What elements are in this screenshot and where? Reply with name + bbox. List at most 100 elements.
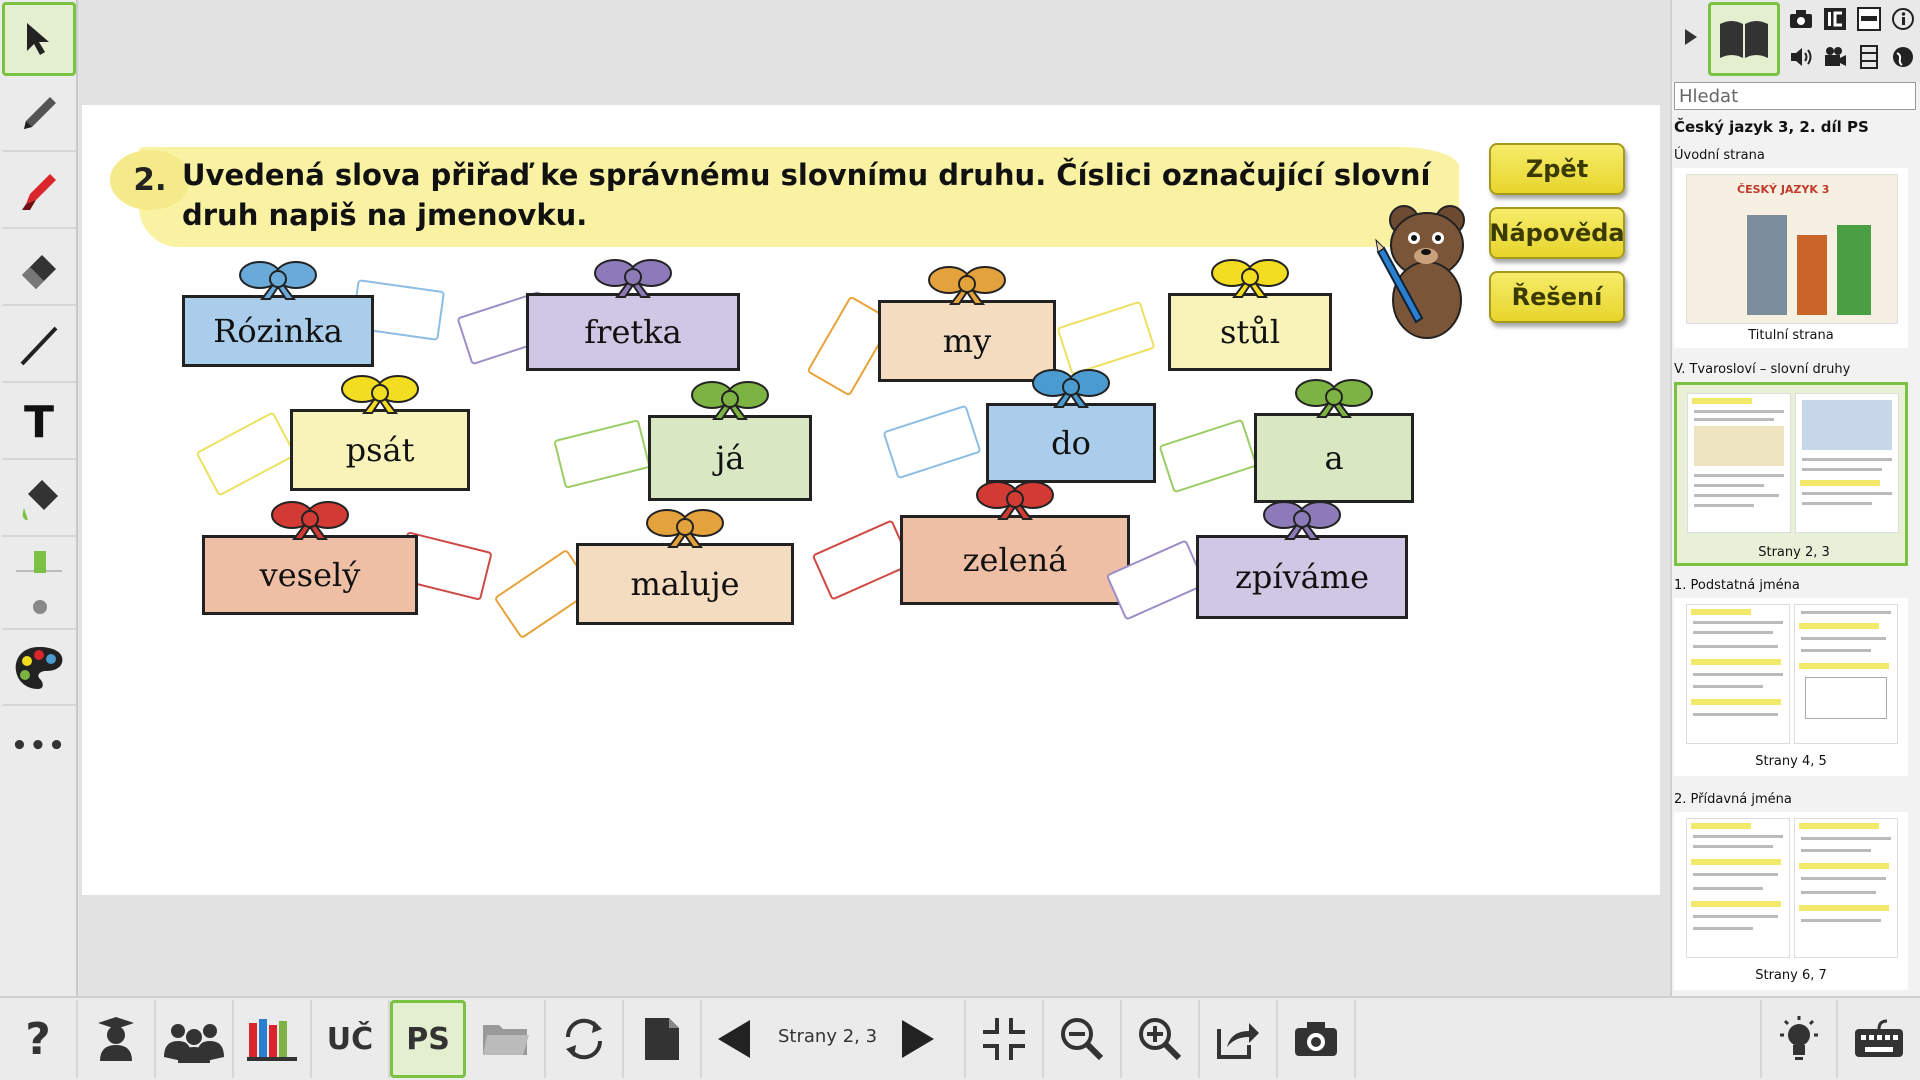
ribbon-bow-icon [1032,369,1110,408]
ribbon-bow-icon [928,266,1006,305]
hint-button[interactable]: Nápověda [1489,207,1625,259]
speaker-icon[interactable] [1786,42,1816,72]
thickness-slider-icon [16,551,62,614]
thickness-slider[interactable] [2,540,76,630]
gift-word: stůl [1219,313,1281,351]
screenshot-button[interactable] [1278,1000,1356,1078]
palette-tool-button[interactable] [2,632,76,706]
eraser-tool-button[interactable] [2,232,76,306]
back-button[interactable]: Zpět [1489,143,1625,195]
gift-box[interactable]: veselý [202,535,418,615]
student-icon [98,1017,134,1061]
folder-icon [483,1025,529,1055]
thumbnail-page[interactable]: Strany 4, 5 [1674,598,1908,776]
camera-icon[interactable] [1786,4,1816,34]
page-button[interactable] [624,1000,702,1078]
gift-box[interactable]: my [878,300,1056,382]
gift-word: psát [345,431,415,469]
gift-box[interactable]: do [986,403,1156,483]
keyboard-icon [1855,1019,1903,1057]
class-button[interactable] [156,1000,234,1078]
cover-image: ČESKÝ JAZYK 3 [1686,174,1898,324]
section-title: V. Tvarosloví – slovní druhy [1674,362,1851,377]
ribbon-bow-icon [594,259,672,298]
camera-icon [1295,1022,1337,1056]
thumbnail-caption: Titulní strana [1748,328,1834,343]
thumbnail-cover[interactable]: ČESKÝ JAZYK 3 Titulní strana [1674,168,1908,348]
globe-icon[interactable] [1888,42,1918,72]
zoom-out-button[interactable] [1044,1000,1122,1078]
gift-box[interactable]: zpíváme [1196,535,1408,619]
gift-box[interactable]: stůl [1168,293,1332,371]
gift-box[interactable]: Rózinka [182,295,374,367]
books-icon [247,1019,297,1061]
page-icon [645,1018,679,1060]
lightbulb-icon [1780,1016,1818,1060]
line-tool-button[interactable] [2,309,76,383]
name-tag-input[interactable] [1158,418,1258,494]
thumbnail-caption: Strany 6, 7 [1755,968,1827,983]
video-camera-icon[interactable] [1820,42,1850,72]
name-tag-input[interactable] [811,519,913,601]
gift-box[interactable]: psát [290,409,470,491]
select-tool-button[interactable] [2,2,76,76]
gift-box[interactable]: zelená [900,515,1130,605]
solution-button[interactable]: Řešení [1489,271,1625,323]
expand-arrow-icon[interactable] [1676,22,1706,52]
refresh-icon [565,1018,603,1060]
film-icon[interactable] [1854,42,1884,72]
thumbnail-current[interactable]: Strany 2, 3 [1674,382,1908,566]
exit-fullscreen-button[interactable] [966,1000,1044,1078]
help-icon: ? [25,1013,51,1065]
teacher-edition-button[interactable]: UČ [312,1000,390,1078]
fill-tool-button[interactable] [2,463,76,537]
next-page-button[interactable] [898,1018,938,1064]
open-folder-button[interactable] [468,1000,546,1078]
name-tag-input[interactable] [553,419,651,489]
line-icon [20,326,58,366]
student-button[interactable] [78,1000,156,1078]
ps-label: PS [406,1021,450,1057]
chevron-left-icon [718,1020,750,1058]
gift-box[interactable]: a [1254,413,1414,503]
ribbon-bow-icon [239,261,317,300]
pencil-icon [24,97,56,129]
name-tag-input[interactable] [882,404,982,480]
gift-box[interactable]: fretka [526,293,740,371]
mpv-icon[interactable] [1854,4,1884,34]
keyboard-button[interactable] [1838,1000,1920,1078]
share-button[interactable] [1200,1000,1278,1078]
gift-word: fretka [584,313,682,351]
gift-word: a [1324,439,1344,477]
thumbnail-caption: Strany 2, 3 [1758,545,1830,560]
workbook-page: 2. Uvedená slova přiřaď ke správnému slo… [82,105,1660,895]
previous-page-button[interactable] [714,1018,754,1064]
bottom-toolbar: ? UČ PS Strany 2, 3 [0,996,1920,1080]
zoom-in-button[interactable] [1122,1000,1200,1078]
workbook-edition-button[interactable]: PS [390,1000,466,1078]
gift-box[interactable]: já [648,415,812,501]
library-button[interactable] [234,1000,312,1078]
marker-tool-button[interactable] [2,155,76,229]
gift-box[interactable]: maluje [576,543,794,625]
section-title: 1. Podstatná jména [1674,578,1800,593]
gift-word: my [942,322,992,360]
info-icon[interactable] [1888,4,1918,34]
text-tool-button[interactable]: T [2,386,76,460]
name-tag-input[interactable] [195,411,297,497]
refresh-button[interactable] [546,1000,624,1078]
section-title: 2. Přídavná jména [1674,792,1792,807]
pencil-tool-button[interactable] [2,78,76,152]
uc-label: UČ [326,1021,374,1057]
book-view-button[interactable] [1708,2,1780,76]
gift-word: Rózinka [213,312,343,350]
ic-icon[interactable] [1820,4,1850,34]
share-icon [1217,1023,1259,1059]
search-input[interactable]: Hledat [1674,82,1916,110]
thumbnail-page[interactable]: Strany 6, 7 [1674,812,1908,990]
zoom-out-icon [1061,1018,1104,1061]
marker-icon [22,174,56,210]
light-button[interactable] [1760,1000,1838,1078]
help-button[interactable]: ? [0,1000,78,1078]
more-tools-button[interactable]: ••• [2,709,76,783]
